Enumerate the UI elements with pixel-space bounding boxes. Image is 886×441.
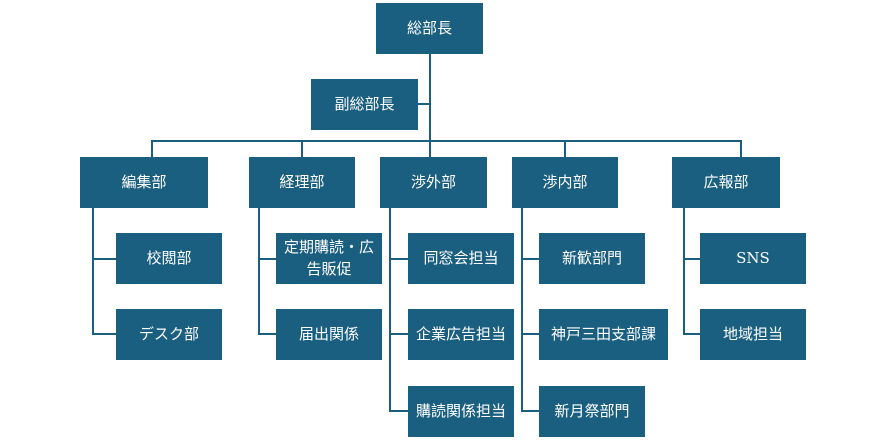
connector-line (92, 258, 116, 260)
node-department: 経理部 (249, 157, 355, 208)
connector-line (258, 333, 276, 335)
node-section: SNS (700, 233, 806, 284)
node-department: 編集部 (80, 157, 208, 208)
connector-line (521, 258, 539, 260)
connector-line (389, 410, 408, 412)
connector-line (389, 258, 408, 260)
node-section: 購読関係担当 (408, 386, 514, 437)
node-section: 地域担当 (700, 309, 806, 360)
connector-line (521, 410, 539, 412)
connector-line (151, 140, 742, 142)
connector-line (92, 208, 94, 335)
node-section: 企業広告担当 (408, 309, 514, 360)
connector-line (683, 208, 685, 335)
connector-line (429, 140, 431, 157)
connector-line (258, 208, 260, 335)
node-section: 新歓部門 (539, 233, 645, 284)
connector-line (418, 103, 430, 105)
node-department: 渉内部 (512, 157, 618, 208)
connector-line (683, 333, 700, 335)
node-department: 広報部 (672, 157, 780, 208)
connector-line (429, 53, 431, 142)
connector-line (258, 258, 276, 260)
connector-line (740, 140, 742, 157)
connector-line (92, 333, 116, 335)
node-section: 同窓会担当 (408, 233, 514, 284)
node-section: 新月祭部門 (539, 386, 645, 437)
node-section: 定期購読・広告販促 (276, 233, 382, 284)
connector-line (301, 140, 303, 157)
connector-line (521, 333, 539, 335)
connector-line (683, 258, 700, 260)
connector-line (389, 333, 408, 335)
connector-line (564, 140, 566, 157)
connector-line (521, 208, 523, 412)
node-section: 届出関係 (276, 309, 382, 360)
connector-line (389, 208, 391, 412)
node-section: 校閲部 (116, 233, 222, 284)
node-section: 神戸三田支部課 (539, 309, 668, 360)
node-section: デスク部 (116, 309, 222, 360)
connector-line (151, 140, 153, 157)
node-general-manager: 総部長 (376, 3, 483, 54)
node-deputy-manager: 副総部長 (311, 79, 418, 130)
node-department: 渉外部 (380, 157, 487, 208)
